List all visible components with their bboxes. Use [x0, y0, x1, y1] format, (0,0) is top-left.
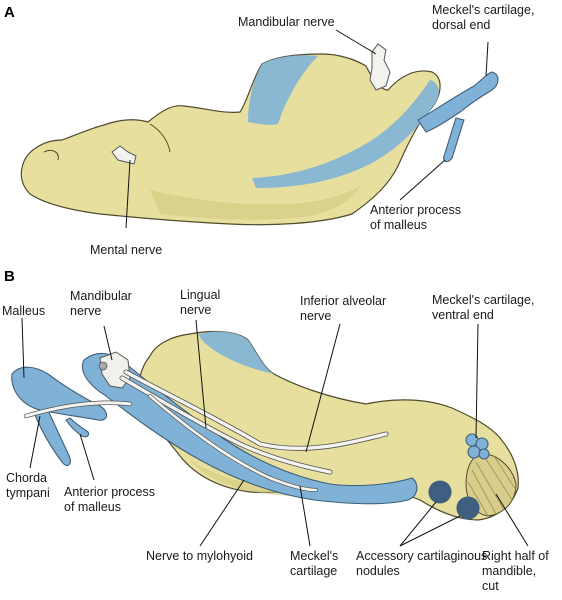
- accessory-nodule-1: [428, 480, 452, 504]
- nerves-b: [23, 369, 389, 492]
- label-b-anterior-1: Anterior process: [64, 485, 155, 499]
- mandible-bone-a: [20, 53, 441, 226]
- label-b-lingual-2: nerve: [180, 303, 211, 317]
- anterior-process-malleus-b: [65, 417, 90, 438]
- cartilage-patch-b: [198, 331, 274, 374]
- leader-a-anterior: [399, 159, 446, 201]
- label-b-nodules-1: Accessory cartilaginous: [356, 549, 487, 563]
- panel-a-mandible: [20, 43, 499, 226]
- nerve-to-mylohyoid: [148, 394, 318, 492]
- cartilage-region-a-upper: [248, 55, 318, 125]
- label-b-meckels-2: cartilage: [290, 564, 337, 578]
- label-b-inferior-alveolar-1: Inferior alveolar: [300, 294, 386, 308]
- panel-letter-a: A: [4, 4, 15, 21]
- malleus-head-b: [11, 366, 108, 421]
- malleus-handle-b: [33, 409, 71, 467]
- notch-mark-a: [149, 123, 171, 153]
- leader-a-mental: [125, 159, 131, 229]
- leader-b-inferior-alveolar: [305, 323, 341, 453]
- leader-a-dorsal: [485, 41, 489, 77]
- leader-b-mandibular: [103, 325, 113, 361]
- leader-b-nodules-1: [399, 501, 437, 547]
- leader-b-chorda: [29, 415, 41, 469]
- meckels-dorsal-end-a: [417, 71, 499, 133]
- label-b-meckels-1: Meckel's: [290, 549, 338, 563]
- label-a-mandibular-nerve: Mandibular nerve: [238, 15, 335, 29]
- label-a-anterior-process-2: of malleus: [370, 218, 427, 232]
- label-b-right-half-3: cut: [482, 579, 499, 593]
- accessory-nodule-2: [456, 496, 480, 520]
- inferior-alveolar-nerve: [124, 370, 388, 451]
- chorda-tympani-nerve: [24, 401, 132, 418]
- ventral-end-nodule-4: [478, 448, 490, 460]
- label-b-lingual-1: Lingual: [180, 288, 220, 302]
- leader-b-lingual: [195, 319, 207, 429]
- label-b-mandibular-1: Mandibular: [70, 289, 132, 303]
- leader-b-nodules-2: [399, 515, 461, 547]
- ventral-end-nodule-3: [467, 445, 481, 459]
- leader-b-ventral-end: [475, 323, 479, 439]
- panel-b-mandible: [11, 330, 519, 521]
- label-b-nodules-2: nodules: [356, 564, 400, 578]
- label-a-mental-nerve: Mental nerve: [90, 243, 162, 257]
- label-b-chorda-2: tympani: [6, 486, 50, 500]
- label-b-malleus: Malleus: [2, 304, 45, 318]
- mandibular-nerve-a: [369, 43, 391, 91]
- label-b-mandibular-2: nerve: [70, 304, 101, 318]
- label-b-mylohyoid: Nerve to mylohyoid: [146, 549, 253, 563]
- label-b-ventral-end-2: ventral end: [432, 308, 494, 322]
- nerve-cut-end-b: [98, 361, 108, 371]
- label-b-anterior-2: of malleus: [64, 500, 121, 514]
- label-b-ventral-end-1: Meckel's cartilage,: [432, 293, 534, 307]
- panel-letter-b: B: [4, 268, 15, 285]
- leader-b-right-half: [495, 493, 529, 547]
- cut-hatching-b: [467, 455, 517, 517]
- label-a-anterior-process-1: Anterior process: [370, 203, 461, 217]
- cartilage-band-a: [252, 80, 439, 188]
- lingual-nerve: [120, 376, 332, 474]
- leader-b-anterior: [79, 433, 95, 481]
- leader-a-mandibular: [335, 29, 377, 55]
- label-a-meckels-dorsal-1: Meckel's cartilage,: [432, 3, 534, 17]
- leader-b-malleus: [21, 317, 25, 379]
- mandible-shade-a: [150, 186, 360, 220]
- leader-b-meckels: [299, 485, 311, 547]
- label-b-right-half-1: Right half of: [482, 549, 549, 563]
- label-a-meckels-dorsal-2: dorsal end: [432, 18, 490, 32]
- socket-mark-a: [43, 149, 59, 161]
- leader-b-mylohyoid: [199, 479, 245, 547]
- label-b-chorda-1: Chorda: [6, 471, 47, 485]
- label-b-right-half-2: mandible,: [482, 564, 536, 578]
- mental-nerve-a: [111, 145, 137, 165]
- anterior-process-malleus-a: [443, 117, 465, 163]
- label-b-inferior-alveolar-2: nerve: [300, 309, 331, 323]
